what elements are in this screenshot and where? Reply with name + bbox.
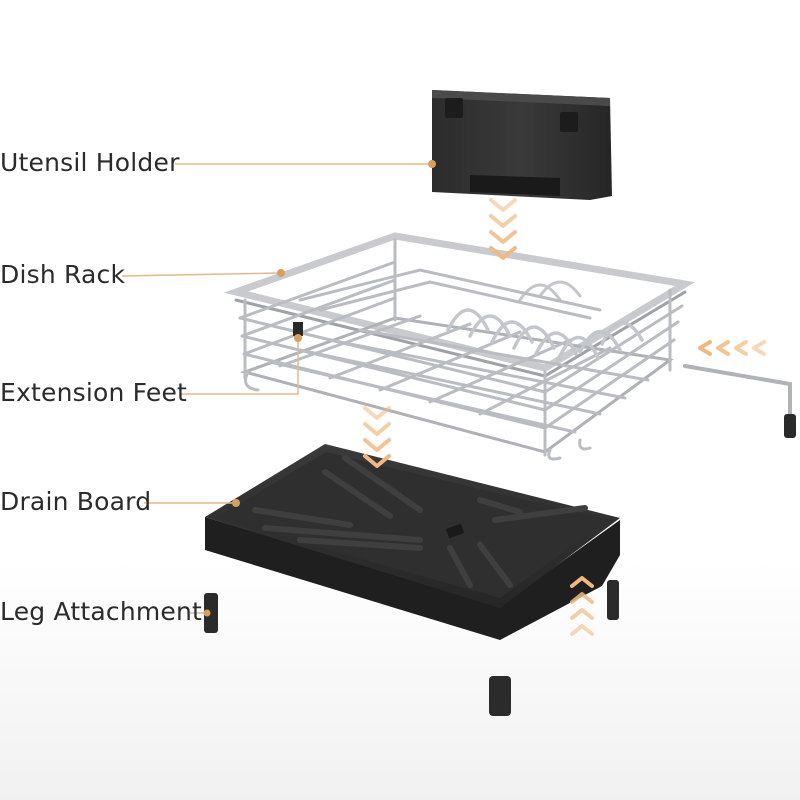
leg-attachments — [204, 580, 619, 716]
dish-rack — [223, 232, 792, 461]
label-utensil-holder: Utensil Holder — [0, 148, 180, 177]
assembly-arrows — [363, 198, 766, 636]
label-drain-board: Drain Board — [0, 487, 152, 516]
extension-feet-block — [293, 322, 303, 336]
label-dish-rack: Dish Rack — [0, 260, 126, 289]
drain-board — [205, 444, 620, 640]
dot-extension-feet — [294, 334, 302, 342]
extension-arm-cap — [784, 414, 796, 438]
label-leg-attachment: Leg Attachment — [0, 597, 203, 626]
dot-drain-board — [232, 499, 240, 507]
utensil-holder — [432, 90, 612, 200]
dot-leg-attachment — [203, 609, 211, 617]
dot-dish-rack — [277, 269, 285, 277]
dot-utensil-holder — [428, 160, 436, 168]
leader-extension-feet — [180, 338, 299, 395]
callout-leaders — [121, 163, 432, 614]
callout-dots — [203, 160, 436, 617]
label-extension-feet: Extension Feet — [0, 378, 188, 407]
leader-dish-rack — [121, 272, 282, 277]
